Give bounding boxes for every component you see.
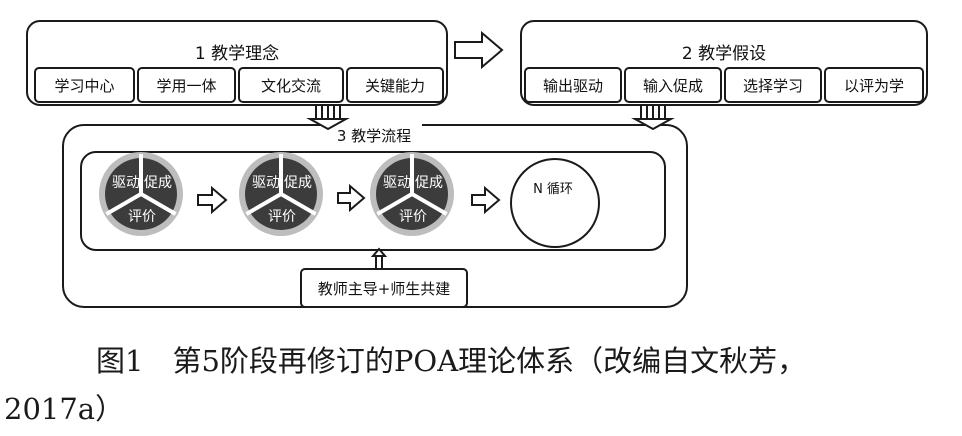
hollow-arrow-right-icon [454,30,504,70]
figure-caption-line-2: 2017a） [4,392,125,426]
cycle-2: 驱动 促成 评价 [237,150,325,238]
cycle-3-assess: 评价 [399,209,427,225]
down-arrow-hypothesis-icon [631,105,675,131]
philosophy-item-learning-centered: 学习中心 [34,67,135,103]
hypothesis-item-assessment-as-learning: 以评为学 [824,67,924,103]
cycle-2-enable: 促成 [284,175,312,191]
n-cycle-circle [510,158,600,248]
cycle-1-assess: 评价 [128,209,156,225]
hypothesis-item-input-enabled: 输入促成 [624,67,722,103]
teaching-process-title: 3 教学流程 [326,124,422,146]
cycle-arrow-2-icon [337,183,366,213]
cycle-1-enable: 促成 [144,175,172,191]
cycle-2-drive: 驱动 [252,175,280,191]
n-cycle-label: N 循环 [533,182,573,197]
cycle-arrow-1-icon [197,185,228,215]
philosophy-item-key-competence: 关键能力 [346,67,444,103]
cycle-arrow-3-icon [471,185,501,215]
philosophy-item-culture-exchange: 文化交流 [238,67,344,103]
cycle-2-assess: 评价 [268,209,296,225]
teaching-philosophy-title: 1 教学理念 [194,44,280,64]
cycle-1-drive: 驱动 [112,175,140,191]
teaching-hypothesis-title: 2 教学假设 [681,44,767,64]
cycle-3: 驱动 促成 评价 [368,150,456,238]
down-arrow-philosophy-icon [306,105,350,131]
cycle-3-drive: 驱动 [383,175,411,191]
up-arrow-icon [370,247,388,268]
philosophy-item-learning-using-integrated: 学用一体 [137,67,236,103]
teacher-led-co-construction-box: 教师主导+师生共建 [300,268,468,308]
hypothesis-item-selective-learning: 选择学习 [724,67,822,103]
cycle-3-enable: 促成 [415,175,443,191]
cycle-1: 驱动 促成 评价 [97,150,185,238]
hypothesis-item-output-driven: 输出驱动 [524,67,622,103]
figure-caption-line-1: 图1 第5阶段再修订的POA理论体系（改编自文秋芳， [96,344,807,378]
